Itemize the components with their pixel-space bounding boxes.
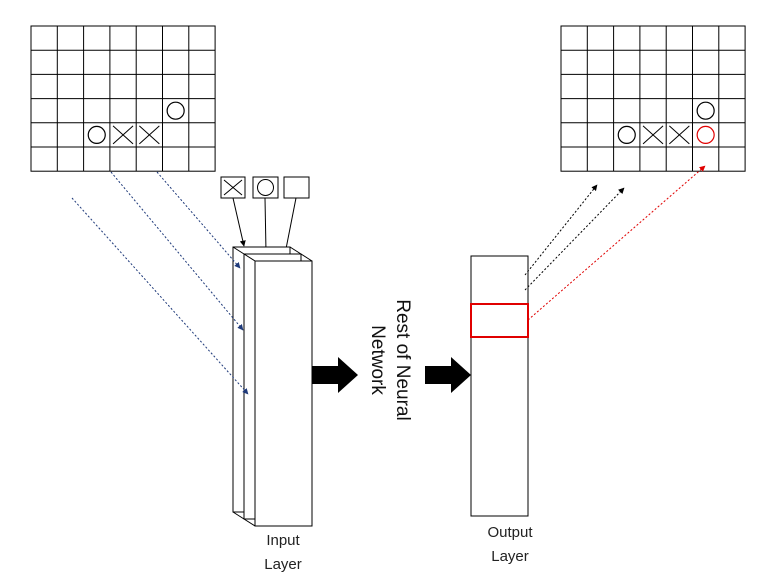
block-arrow-in	[312, 357, 358, 393]
input-board-o-piece	[166, 101, 185, 120]
block-arrow-out	[425, 357, 471, 393]
output-board-o-piece	[617, 125, 636, 144]
output-layer-label: Output Layer	[472, 521, 548, 569]
output-layer-label-line1: Output	[487, 524, 533, 541]
input-board-x-piece	[112, 125, 134, 145]
output-board-x-piece	[642, 125, 664, 145]
output-mapping-arrows	[524, 165, 706, 321]
empty-channel-box	[283, 176, 310, 199]
highlighted-output-unit	[470, 303, 529, 338]
rest-of-network-line1: Rest of Neural	[392, 299, 413, 421]
input-channel-empty	[254, 260, 313, 527]
output-board-x-piece	[669, 125, 690, 145]
rest-of-network-line2: Network	[367, 325, 388, 395]
input-board-o-piece	[87, 125, 106, 144]
input-layer-label-line1: Input	[266, 532, 300, 549]
x-channel-box	[220, 176, 246, 199]
input-layer-label-line2: Layer	[264, 556, 302, 573]
channel-legend	[220, 176, 310, 199]
input-layer-stack	[232, 246, 313, 527]
output-board-o-piece	[696, 101, 715, 120]
output-board	[560, 25, 746, 172]
output-layer	[470, 255, 529, 517]
output-layer-label-line2: Layer	[491, 548, 529, 565]
input-board-x-piece	[139, 125, 160, 145]
rest-of-network-label: Rest of Neural Network	[365, 285, 415, 435]
o-channel-box	[252, 176, 279, 199]
input-mapping-arrows	[71, 171, 249, 395]
input-board	[30, 25, 216, 172]
output-board-predicted-o-piece	[696, 125, 715, 144]
input-layer-label: Input Layer	[253, 529, 313, 577]
